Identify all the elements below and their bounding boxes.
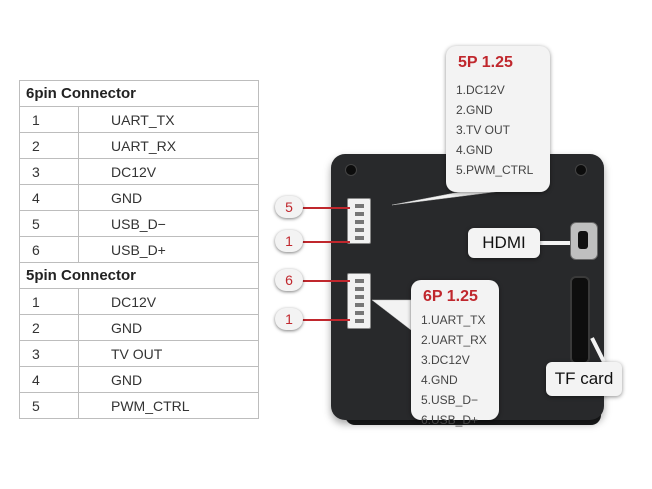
table-section-header: 5pin Connector <box>19 262 259 289</box>
pinout-table: 6pin Connector 1 UART_TX 2 UART_RX 3 DC1… <box>19 80 259 419</box>
mount-hole <box>345 164 357 176</box>
connector-6pin <box>347 273 371 329</box>
list-item: 2.UART_RX <box>421 333 487 347</box>
pin-marker-bottom-1: 1 <box>275 308 303 330</box>
pin-lead <box>296 241 350 243</box>
mount-hole <box>575 164 587 176</box>
list-item: 3.DC12V <box>421 353 470 367</box>
pointer-tf <box>590 337 606 363</box>
table-row: 3 DC12V <box>19 158 259 185</box>
pin-lead <box>296 280 350 282</box>
tf-card-label: TF card <box>546 362 622 396</box>
pin-lead <box>296 319 350 321</box>
list-item: 6.USB_D+ <box>421 413 479 427</box>
section-heading-6pin: 6pin Connector <box>19 80 259 107</box>
hdmi-label: HDMI <box>468 228 540 258</box>
list-item: 5.PWM_CTRL <box>456 163 534 177</box>
pin-marker-bottom-6: 6 <box>275 269 303 291</box>
callout-6p: 6P 1.25 1.UART_TX 2.UART_RX 3.DC12V 4.GN… <box>411 280 499 427</box>
list-item: 2.GND <box>456 103 493 117</box>
callout-5p-list: 1.DC12V 2.GND 3.TV OUT 4.GND 5.PWM_CTRL <box>456 80 533 180</box>
pin-signal: USB_D− <box>78 210 259 237</box>
list-item: 4.GND <box>421 373 458 387</box>
pin-signal: UART_RX <box>78 132 259 159</box>
pin-marker-top-1: 1 <box>275 230 303 252</box>
pin-signal: GND <box>78 184 259 211</box>
callout-5p: 5P 1.25 1.DC12V 2.GND 3.TV OUT 4.GND 5.P… <box>446 46 550 192</box>
pin-number: 3 <box>19 158 79 185</box>
pin-marker-top-5: 5 <box>275 196 303 218</box>
pin-signal: PWM_CTRL <box>78 392 259 419</box>
list-item: 4.GND <box>456 143 493 157</box>
pin-signal: UART_TX <box>78 106 259 133</box>
hdmi-port <box>570 222 598 260</box>
table-row: 5 USB_D− <box>19 210 259 237</box>
table-row: 5 PWM_CTRL <box>19 392 259 419</box>
pin-signal: DC12V <box>78 158 259 185</box>
section-heading-5pin: 5pin Connector <box>19 262 259 289</box>
callout-6p-title: 6P 1.25 <box>423 288 478 305</box>
pin-lead <box>296 207 350 209</box>
list-item: 5.USB_D− <box>421 393 479 407</box>
pointer-6p <box>371 299 412 331</box>
callout-6p-list: 1.UART_TX 2.UART_RX 3.DC12V 4.GND 5.USB_… <box>421 310 487 430</box>
connector-5pin <box>347 198 371 244</box>
table-section-header: 6pin Connector <box>19 80 259 107</box>
list-item: 1.DC12V <box>456 83 505 97</box>
table-row: 1 UART_TX <box>19 106 259 133</box>
pointer-5p <box>391 189 511 206</box>
pin-number: 1 <box>19 106 79 133</box>
list-item: 1.UART_TX <box>421 313 486 327</box>
pin-signal: DC12V <box>78 288 259 315</box>
callout-5p-title: 5P 1.25 <box>458 54 513 71</box>
list-item: 3.TV OUT <box>456 123 511 137</box>
